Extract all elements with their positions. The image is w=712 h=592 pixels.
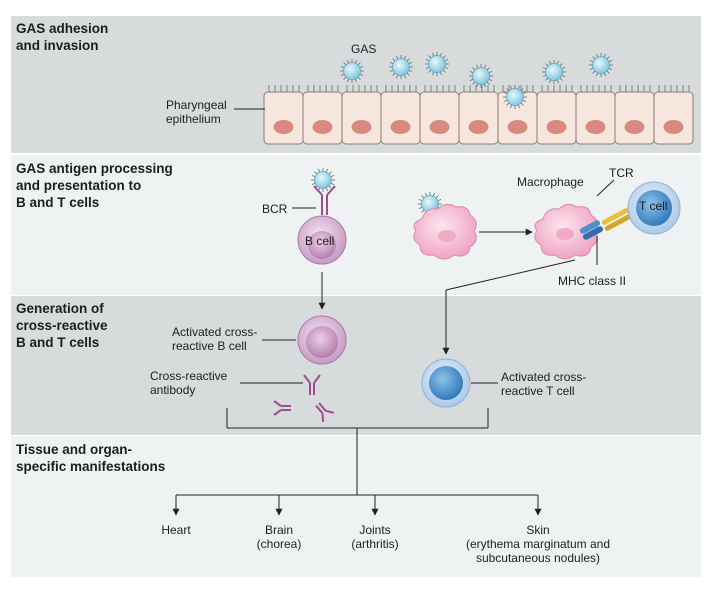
connector-macrophage (445, 259, 576, 291)
epithelial-cell (575, 85, 616, 145)
label-pharyngeal-epithelium: Pharyngeal epithelium (166, 98, 227, 126)
epithelial-cell (380, 85, 421, 145)
manifestation-skin: Skin (erythema marginatum and subcutaneo… (465, 523, 611, 565)
t-cell (627, 181, 681, 235)
epithelial-cell (458, 85, 499, 145)
manifestation-brain: Brain (chorea) (256, 523, 302, 551)
gas-bacterium (389, 55, 413, 79)
cross-reactive-antibodies (273, 374, 335, 422)
gas-bacteria (311, 52, 613, 216)
section-band-cross-reactive (11, 296, 701, 435)
epithelial-cell (302, 85, 343, 145)
label-t-cell: T cell (639, 199, 668, 213)
manifestation-heart: Heart (161, 523, 191, 537)
gas-bacterium (503, 85, 527, 109)
section-title-manifestations: Tissue and organ- specific manifestation… (16, 442, 166, 474)
section-title-adhesion: GAS adhesion and invasion (16, 21, 109, 53)
section-title-cross-reactive: Generation of cross-reactive B and T cel… (16, 301, 108, 350)
gas-bacterium (542, 60, 566, 84)
epithelial-cell (341, 85, 382, 145)
epithelial-cell (419, 85, 460, 145)
label-mhc-class-ii: MHC class II (558, 274, 627, 288)
epithelial-cell (614, 85, 655, 145)
gas-bacterium (340, 59, 364, 83)
label-cross-reactive-antibody: Cross-reactive antibody (150, 369, 228, 397)
pharyngeal-epithelium-cells (263, 85, 694, 145)
epithelial-cell (263, 85, 304, 145)
merge-bracket (176, 408, 538, 496)
mhc-tcr-complex (579, 208, 632, 240)
label-tcr: TCR (609, 166, 634, 180)
macrophage-right (534, 203, 598, 260)
activated-b-cell (297, 315, 347, 365)
label-bcr: BCR (262, 202, 288, 216)
gas-bacterium (469, 64, 493, 88)
macrophage-left (413, 203, 477, 260)
label-activated-b-cell: Activated cross- reactive B cell (172, 325, 258, 353)
activated-t-cell (421, 358, 471, 408)
gas-bacterium (425, 52, 449, 76)
gas-bacterium (589, 53, 613, 77)
gas-bacterium (311, 168, 335, 192)
epithelial-cell (536, 85, 577, 145)
label-b-cell: B cell (305, 234, 335, 248)
label-macrophage: Macrophage (517, 175, 584, 189)
section-title-antigen-processing: GAS antigen processing and presentation … (16, 161, 173, 210)
label-activated-t-cell: Activated cross- reactive T cell (501, 370, 587, 398)
epithelial-cell (653, 85, 694, 145)
b-cell-with-bcr (297, 185, 347, 265)
section-band-manifestations (11, 436, 701, 577)
label-gas: GAS (351, 42, 377, 56)
manifestation-joints: Joints (arthritis) (351, 523, 399, 551)
tcr-leader (596, 179, 615, 197)
